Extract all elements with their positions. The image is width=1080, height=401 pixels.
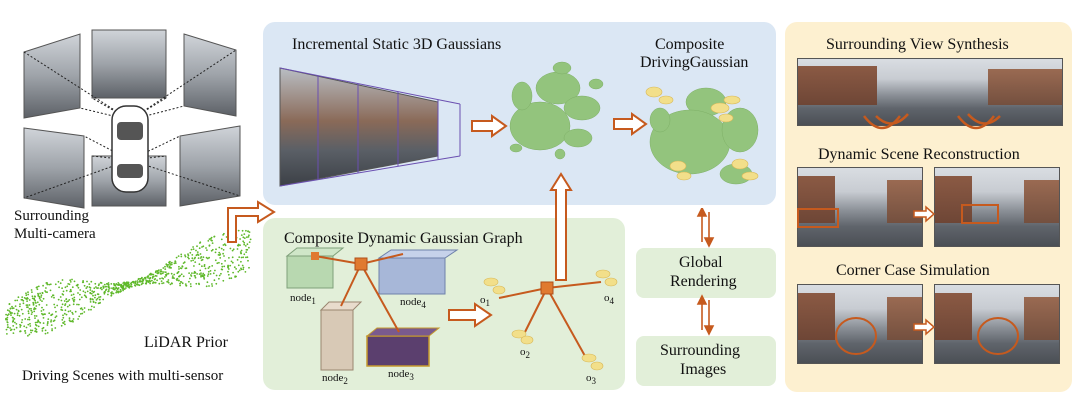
surrounding-images-box [636,336,776,386]
dynamic-recon-frame-2 [934,167,1060,247]
dynamic-graph [285,247,618,371]
view-synthesis-title: Surrounding View Synthesis [826,36,1009,53]
node-2-box [319,301,363,371]
arrow-graph-to-gaussians [549,172,573,281]
composite-gaussians-cluster [645,86,759,185]
node-4-label: node4 [400,296,426,311]
node-1-box [285,247,345,289]
corner-case-frame-1 [797,284,923,364]
input-arrow [227,200,276,243]
dynamic-recon-overlays [797,204,999,228]
corner-case-title: Corner Case Simulation [836,262,990,279]
static-gaussians-cluster [509,61,604,160]
lidar-point-cloud [5,229,252,337]
surrounding-images-line1: Surrounding [660,342,740,359]
camera-view-front-right [183,33,237,117]
graph-panel-title: Composite Dynamic Gaussian Graph [284,230,523,247]
node-2-label: node2 [322,372,348,387]
camera-view-front [91,29,167,99]
corner-case-overlays [835,317,1019,355]
driving-scenes-label: Driving Scenes with multi-sensor [22,368,224,384]
node-3-label: node3 [388,368,414,383]
composite-title-line2: DrivingGaussian [640,54,749,71]
incremental-frustum [279,67,461,187]
arrow-to-static-gaussians [471,114,508,138]
static-panel-title: Incremental Static 3D Gaussians [292,36,502,53]
surrounding-label-line2: Multi-camera [14,226,96,242]
global-rendering-line1: Global [679,254,723,271]
node-3-box [365,327,441,367]
camera-view-back-right [179,125,241,207]
obj-4-label: o4 [604,292,614,307]
obj-2-label: o2 [520,346,530,361]
dynamic-recon-title: Dynamic Scene Reconstruction [818,146,1020,163]
global-rendering-box [636,248,776,298]
camera-view-back-left [23,127,85,209]
view-synthesis-panorama [797,58,1063,126]
lidar-prior-label: LiDAR Prior [144,334,228,351]
ego-car [111,105,149,193]
corner-case-frame-2 [934,284,1060,364]
dynamic-recon-frame-1 [797,167,923,247]
view-synthesis-arrows [863,113,1001,130]
surrounding-images-line2: Images [680,361,727,378]
composite-title-line1: Composite [655,36,725,53]
camera-view-front-left [23,33,81,119]
camera-rig-illustration [23,29,241,209]
node-1-label: node1 [290,292,316,307]
global-rendering-line2: Rendering [670,273,737,290]
obj-3-label: o3 [586,372,596,387]
arrow-to-composite [613,112,648,136]
surrounding-label-line1: Surrounding [14,208,89,224]
bidirectional-arrows [696,208,715,336]
obj-1-label: o1 [480,294,490,309]
